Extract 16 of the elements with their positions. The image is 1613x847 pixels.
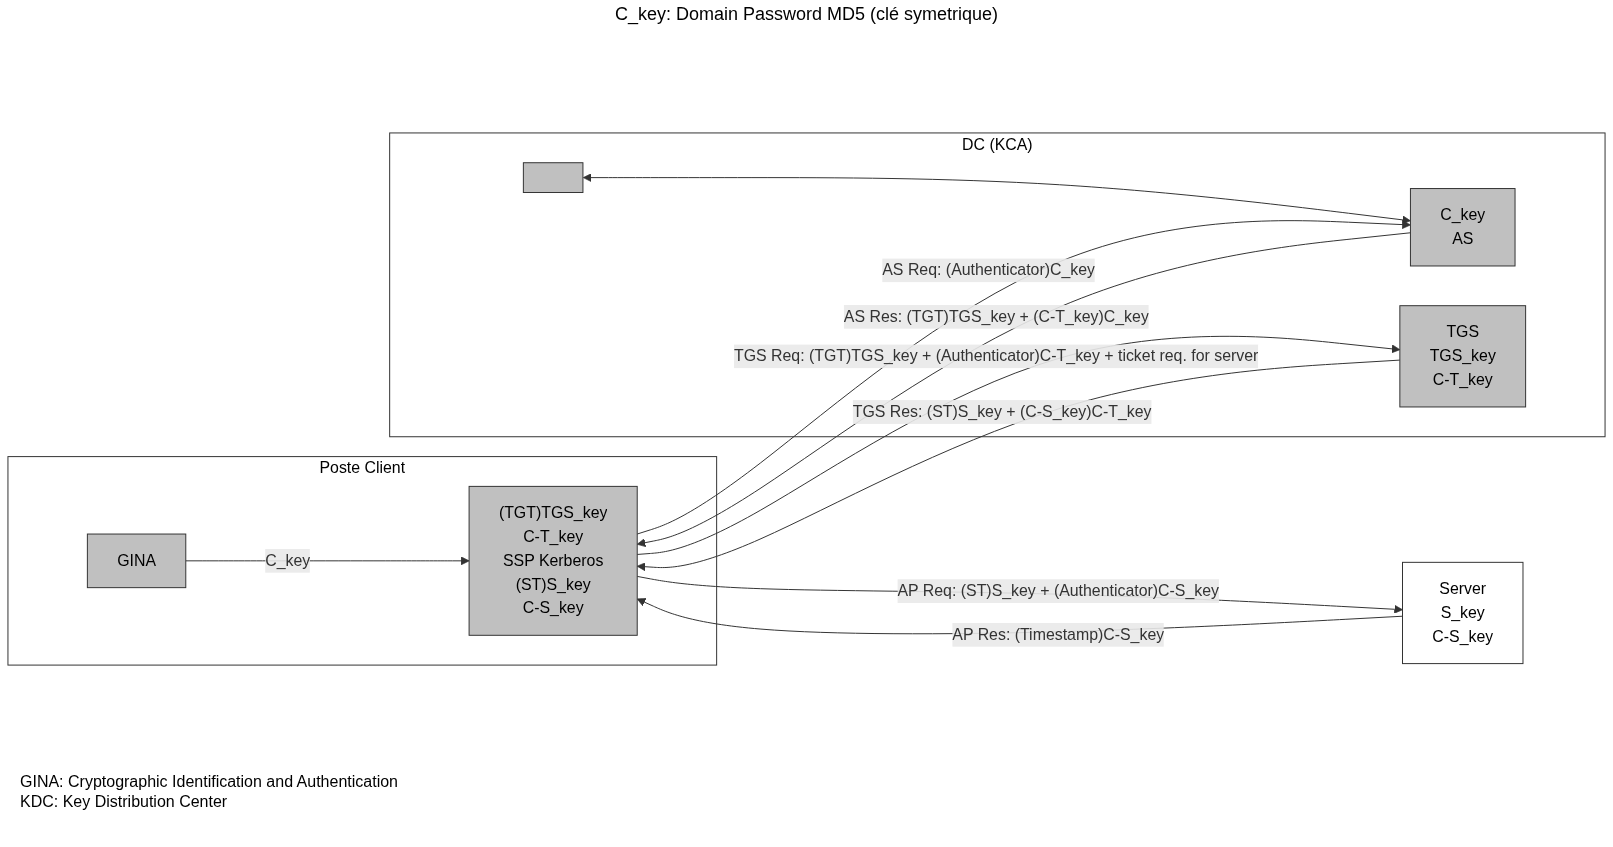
node-box: C_key AS [1409, 188, 1516, 267]
edge-label: AS Req: (Authenticator)C_key [882, 261, 1096, 279]
abbreviation-note: GINA: Cryptographic Identification and Authentication [20, 773, 399, 791]
node-box [522, 162, 584, 193]
edge-label: TGS Res: (ST)S_key + (C-S_key)C-T_key [852, 403, 1152, 420]
edge-label: AS Res: (TGT)TGS_key + (C-T_key)C_key [843, 307, 1149, 325]
edge-label: AP Res: (Timestamp)C-S_key [952, 625, 1165, 643]
node-box: (TGT)TGS_key C-T_key SSP Kerberos (ST)S_key C-S_key [468, 485, 638, 636]
abbreviation-note: KDC: Key Distribution Center [20, 793, 229, 811]
node-box: Server S_key C-S_key [1402, 561, 1524, 665]
edge-label: C_key [265, 551, 311, 569]
node-box: GINA [86, 533, 187, 589]
edge-label: TGS Req: (TGT)TGS_key + (Authenticator)C-T_key + ticket req. for server [733, 347, 1259, 365]
node-box: TGS TGS_key C-T_key [1399, 305, 1527, 408]
edge-label: AP Req: (ST)S_key + (Authenticator)C-S_key [897, 582, 1219, 600]
key-note: C_key: Domain Password MD5 (clé symetrique) [613, 4, 1000, 25]
